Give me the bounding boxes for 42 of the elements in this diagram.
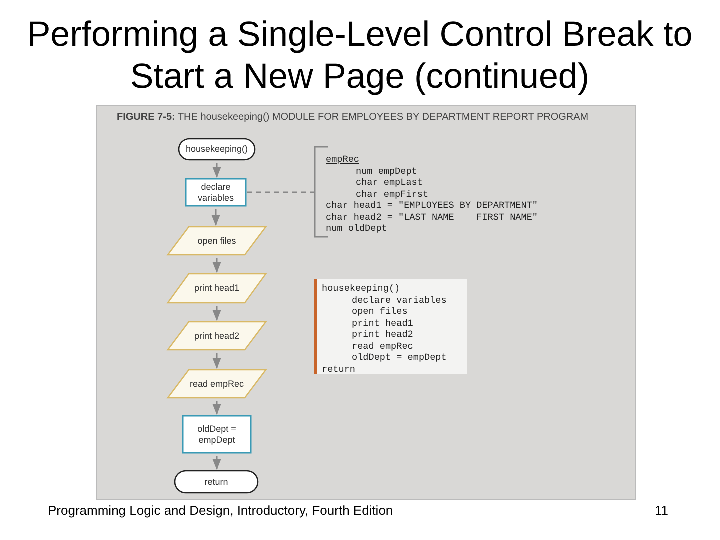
arrow	[212, 456, 222, 470]
footer-text: Programming Logic and Design, Introductory, Fourth Edition	[48, 503, 394, 518]
input-output-parallelogram	[167, 226, 267, 256]
process-box	[182, 415, 252, 454]
arrow	[212, 258, 222, 274]
code-line: num empDept	[356, 166, 418, 177]
arrow	[212, 209, 220, 226]
arrow	[212, 306, 222, 322]
node-label: read empRec	[190, 378, 244, 390]
page-number: 11	[655, 503, 668, 518]
code-line: return	[322, 364, 356, 375]
figure-caption: FIGURE 7-5: THE housekeeping() MODULE FOR EMPLOYEES BY DEPARTMENT REPORT PROGRAM	[117, 112, 589, 123]
code-line: num oldDept	[326, 223, 388, 234]
process-box	[185, 178, 247, 207]
node-label: return	[204, 476, 228, 488]
code-line: char empLast	[356, 177, 423, 188]
node-label: print head1	[194, 283, 240, 294]
code-line: read empRec	[352, 340, 414, 352]
arrow	[212, 401, 222, 416]
slide-title: Performing a Single-Level Control Break to Start a New Page (continued)	[26, 14, 694, 98]
code-line: char head1 = "EMPLOYEES BY DEPARTMENT"	[326, 200, 538, 212]
input-output-parallelogram	[167, 369, 267, 399]
code-line: print head1	[352, 318, 414, 329]
node-label: housekeeping()	[186, 144, 248, 155]
node-label: declare variables	[196, 182, 236, 204]
code-line: oldDept = empDept	[352, 352, 447, 364]
node-label: open files	[198, 236, 236, 246]
input-output-parallelogram	[167, 273, 267, 304]
node-label: print head2	[194, 330, 240, 342]
arrow	[212, 353, 222, 370]
code-line: print head2	[352, 329, 414, 340]
pseudocode-panel	[314, 279, 467, 374]
code-line: declare variables	[352, 294, 447, 306]
code-line: housekeeping()	[322, 283, 400, 294]
node-label: oldDept = empDept	[196, 424, 238, 446]
code-line: char head2 = "LAST NAME FIRST NAME"	[326, 212, 538, 223]
input-output-parallelogram	[167, 321, 267, 351]
code-line: open files	[352, 306, 408, 318]
code-line: char empFirst	[356, 188, 429, 200]
code-line: empRec	[326, 154, 360, 166]
dashed-connector	[247, 192, 314, 194]
arrow	[212, 163, 222, 178]
